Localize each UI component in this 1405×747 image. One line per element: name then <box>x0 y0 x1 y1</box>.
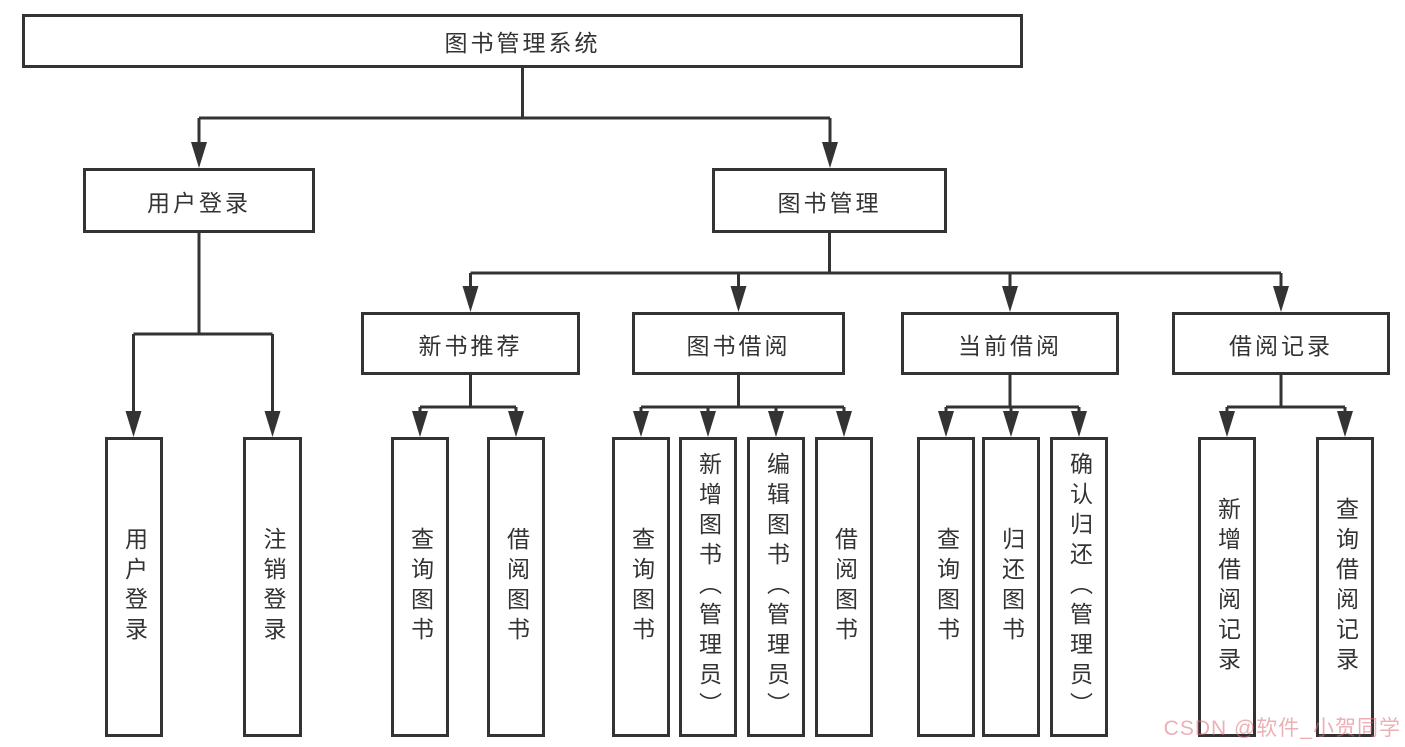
node-query-books-1: 查询图书 <box>391 437 449 737</box>
node-label: 查询图书 <box>628 527 655 647</box>
node-label: 查询图书 <box>407 527 434 647</box>
node-logout: 注销登录 <box>243 437 302 737</box>
node-book-borrow: 图书借阅 <box>632 312 845 375</box>
node-borrow-books-1: 借阅图书 <box>487 437 545 737</box>
node-confirm-return-admin: 确认归还（管理员） <box>1050 437 1108 737</box>
node-label: 图书管理系统 <box>444 30 601 56</box>
connector-user-login-children <box>132 233 274 420</box>
connector-new-book-children <box>418 375 518 420</box>
node-edit-book-admin: 编辑图书（管理员） <box>747 437 805 737</box>
node-label: 查询图书 <box>933 527 960 647</box>
node-label: 借阅图书 <box>831 527 858 647</box>
node-user-login: 用户登录 <box>105 437 163 737</box>
node-label: 注销登录 <box>260 527 286 647</box>
connector-book-management-children <box>469 233 1283 298</box>
node-borrow-books-2: 借阅图书 <box>815 437 873 737</box>
node-label: 查询借阅记录 <box>1332 497 1359 677</box>
csdn-watermark: CSDN @软件_小贺同学 <box>1163 717 1401 740</box>
node-user-login-branch: 用户登录 <box>83 168 315 233</box>
node-label: 图书管理 <box>777 189 882 216</box>
node-label: 图书借阅 <box>686 332 791 359</box>
node-label: 编辑图书（管理员） <box>763 452 790 722</box>
node-label: 用户登录 <box>121 527 148 647</box>
node-label: 用户登录 <box>147 189 251 216</box>
node-label: 新增图书（管理员） <box>695 452 722 722</box>
node-query-books-2: 查询图书 <box>612 437 670 737</box>
node-label: 确认归还（管理员） <box>1066 452 1093 722</box>
connector-root-to-level2 <box>197 68 832 150</box>
node-borrow-records: 借阅记录 <box>1172 312 1390 375</box>
node-query-borrow-record: 查询借阅记录 <box>1316 437 1374 737</box>
node-label: 借阅记录 <box>1229 332 1333 359</box>
node-label: 归还图书 <box>998 527 1025 647</box>
connector-book-borrow-children <box>639 375 846 420</box>
node-current-borrow: 当前借阅 <box>901 312 1119 375</box>
node-label: 新书推荐 <box>418 332 523 359</box>
node-label: 借阅图书 <box>503 527 530 647</box>
node-return-book: 归还图书 <box>982 437 1040 737</box>
node-new-book-recommend: 新书推荐 <box>361 312 580 375</box>
connector-borrow-record-children <box>1225 375 1347 420</box>
arrowheads <box>125 142 1353 437</box>
node-query-books-3: 查询图书 <box>917 437 975 737</box>
node-root-library-system: 图书管理系统 <box>22 14 1023 68</box>
node-label: 新增借阅记录 <box>1214 497 1241 677</box>
node-book-management: 图书管理 <box>712 168 947 233</box>
node-label: 当前借阅 <box>958 332 1062 359</box>
node-add-borrow-record: 新增借阅记录 <box>1198 437 1256 737</box>
node-add-book-admin: 新增图书（管理员） <box>679 437 737 737</box>
